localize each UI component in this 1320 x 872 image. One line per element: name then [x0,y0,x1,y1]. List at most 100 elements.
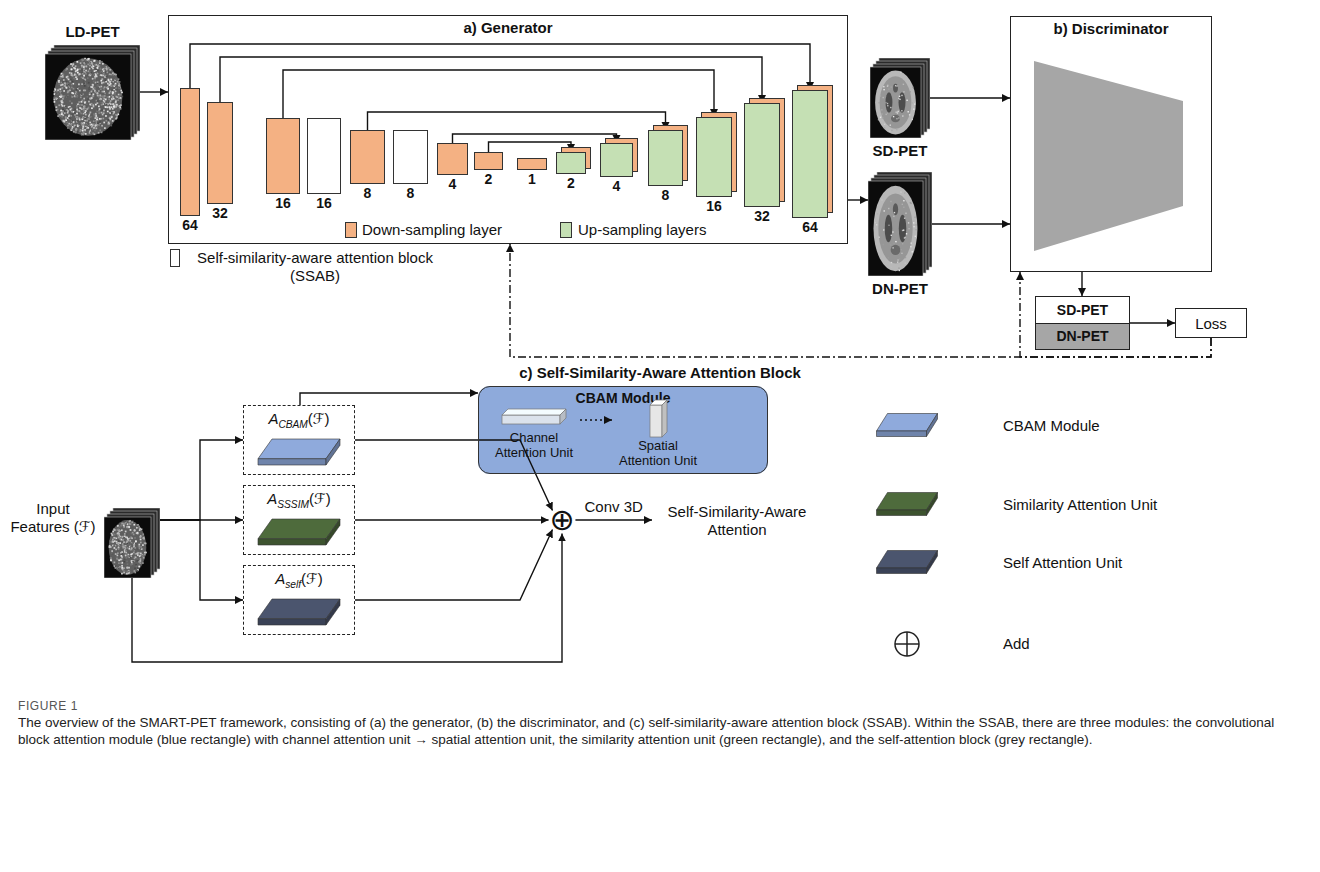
rect-part [903,207,904,208]
rect-part [122,556,124,558]
rect-part [84,118,86,120]
rect-part [90,131,92,133]
rect-part [95,113,97,115]
rect-part [904,118,905,119]
rect-part [106,113,108,115]
pet-image-stack: DN-PET [868,172,932,276]
ellipse-part [885,215,892,242]
g-part [877,493,938,516]
rect-part [91,62,93,64]
rect-part [75,76,77,78]
unit-name: Spatial Attention Unit [612,438,704,468]
rect-part [114,562,116,564]
rect-part [85,110,87,112]
rect-part [66,81,68,83]
rect-part [92,84,94,86]
rect-part [92,129,94,131]
polygon-part [258,439,340,459]
rect-part [81,94,83,96]
rect-part [121,562,123,564]
rect-part [884,124,885,125]
image-label: Input Features (ℱ) [8,500,98,536]
rect-part [93,106,95,108]
rect-part [91,97,93,99]
channel-count: 32 [754,208,770,224]
rect-part [881,199,882,200]
rect-part [67,85,69,87]
polygon-part [877,510,927,516]
g-part [877,551,938,574]
ellipse-part [899,215,906,242]
rect-part [71,117,73,119]
rect-part [97,81,99,83]
rect-part [103,122,105,124]
rect-part [91,62,93,64]
rect-part [103,68,105,70]
rect-part [901,110,902,111]
rect-part [71,102,73,104]
unit-icon [488,406,580,430]
rect-part [64,83,66,85]
rect-part [128,556,130,558]
connector [132,533,562,662]
rect-part [904,237,905,238]
rect-part [110,546,112,548]
rect-part [888,257,889,258]
sub-part: self [285,579,301,590]
rect-part [59,115,61,117]
rect-part [100,80,102,82]
sub-part: SSSIM [277,499,309,510]
rect-part [127,538,129,540]
rect-part [502,415,560,424]
rect-part [110,79,112,81]
rect-part [81,101,83,103]
rect-part [127,526,129,528]
rect-part [134,556,136,558]
rect-part [111,85,113,87]
rect-part [86,120,88,122]
rect-part [912,86,913,87]
connector [932,223,1010,224]
rect-part [62,95,64,97]
text-holder: a) Generator [169,19,847,37]
rect-part [116,541,118,543]
rect-part [134,523,136,525]
text-holder: 64 [182,217,198,233]
rect-part [70,65,72,67]
rect-part [102,118,104,120]
polygon-part [258,459,326,465]
rect-part [99,121,101,123]
rect-part [118,536,120,538]
rect-part [71,75,73,77]
rect-part [62,98,64,100]
rect-part [60,96,62,98]
rect-part [891,130,892,131]
ellipse-part [875,71,916,135]
rect-part [62,107,64,109]
rect-part [112,120,114,122]
rect-part [116,89,118,91]
rect-part [122,559,124,561]
rect-part [120,97,122,99]
rect-part [143,536,145,538]
rect-part [83,58,85,60]
rect-part [99,118,101,120]
rect-part [103,88,105,90]
polygon-part [258,539,326,545]
rect-part [75,132,77,134]
rect-part [94,80,96,82]
rect-part [134,572,136,574]
rect-part [885,207,886,208]
channel-count: 16 [275,195,291,211]
ellipse-part [878,193,912,263]
rect-part [84,131,86,133]
rect-part [128,570,130,572]
rect-part [104,93,106,95]
rect-part [66,122,68,124]
rect-part [61,104,63,106]
rect-part [133,548,135,550]
rect-part [76,61,78,63]
rect-part [87,127,89,129]
feature-layer-bar: 64 [792,90,828,218]
rect-part [110,541,112,543]
